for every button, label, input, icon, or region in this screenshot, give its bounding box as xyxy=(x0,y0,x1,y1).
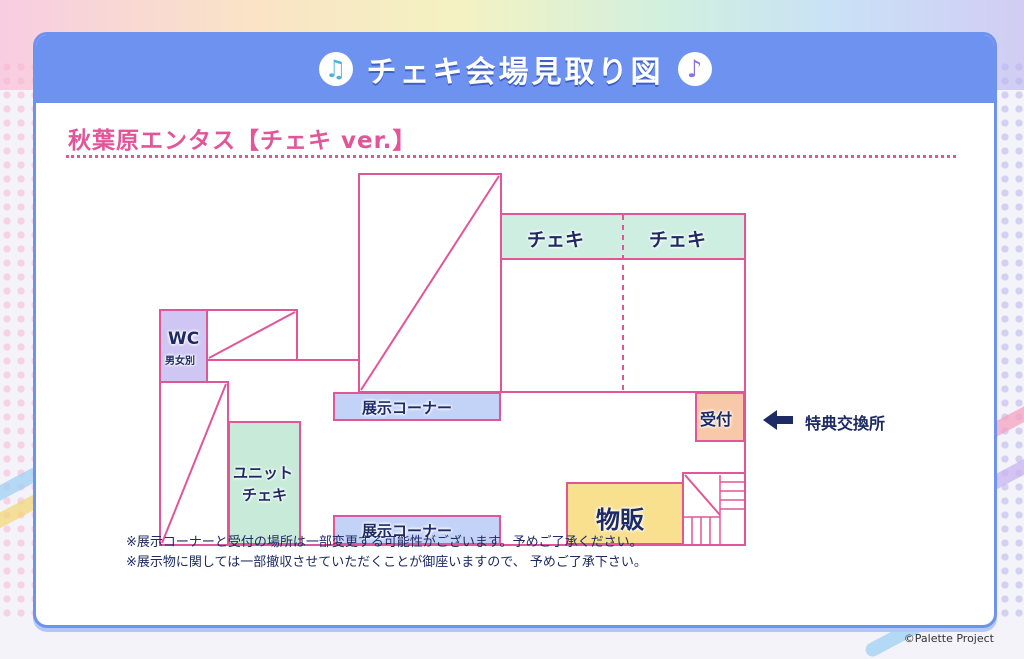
reception-area xyxy=(695,392,745,442)
notes: ※展示コーナーと受付の場所は一部変更する可能性がございます。予めご了承ください。… xyxy=(126,533,647,573)
floor-map-card: ♫ チェキ会場見取り図 ♪ 秋葉原エンタス【チェキ ver.】 xyxy=(33,32,997,628)
bonus-exchange-label: 特典交換所 xyxy=(805,414,886,433)
unit-cheki-label-2: チェキ xyxy=(242,486,288,504)
note-line: ※展示コーナーと受付の場所は一部変更する可能性がございます。予めご了承ください。 xyxy=(126,535,643,550)
note-line: ※展示物に関しては一部撤収させていただくことが御座いますので、 予めご了承下さい… xyxy=(126,555,647,570)
goods-area xyxy=(566,482,684,545)
cheki-label-left: チェキ xyxy=(527,229,585,251)
reception-label: 受付 xyxy=(700,410,733,429)
diagonal-line xyxy=(360,175,500,391)
exhibit-label-upper: 展示コーナー xyxy=(362,399,453,417)
card-header: ♫ チェキ会場見取り図 ♪ xyxy=(36,35,994,103)
diagonal-line xyxy=(208,311,296,359)
unit-cheki-label: ユニット xyxy=(233,464,294,482)
goods-label: 物販 xyxy=(596,506,644,534)
exhibit-corner-lower xyxy=(333,515,501,545)
wc-label: WC xyxy=(168,329,200,349)
exhibit-corner-upper xyxy=(333,392,501,421)
venue-title: 秋葉原エンタス【チェキ ver.】 xyxy=(68,128,417,154)
small-room xyxy=(206,309,298,361)
music-note-icon: ♫ xyxy=(318,52,353,86)
music-note-icon: ♪ xyxy=(677,52,712,86)
left-arrow-icon xyxy=(763,410,793,430)
exhibit-label-lower: 展示コーナー xyxy=(362,522,453,540)
diagonal-line xyxy=(684,474,721,516)
page-title: チェキ会場見取り図 xyxy=(366,55,664,90)
copyright-credit: ©Palette Project xyxy=(903,632,994,645)
unit-cheki-area xyxy=(228,421,301,545)
diagonal-line xyxy=(161,383,227,544)
wc-sub-label: 男女別 xyxy=(165,356,195,367)
title-divider xyxy=(66,155,956,158)
wc-room xyxy=(159,309,208,383)
cheki-label-right: チェキ xyxy=(649,229,707,251)
